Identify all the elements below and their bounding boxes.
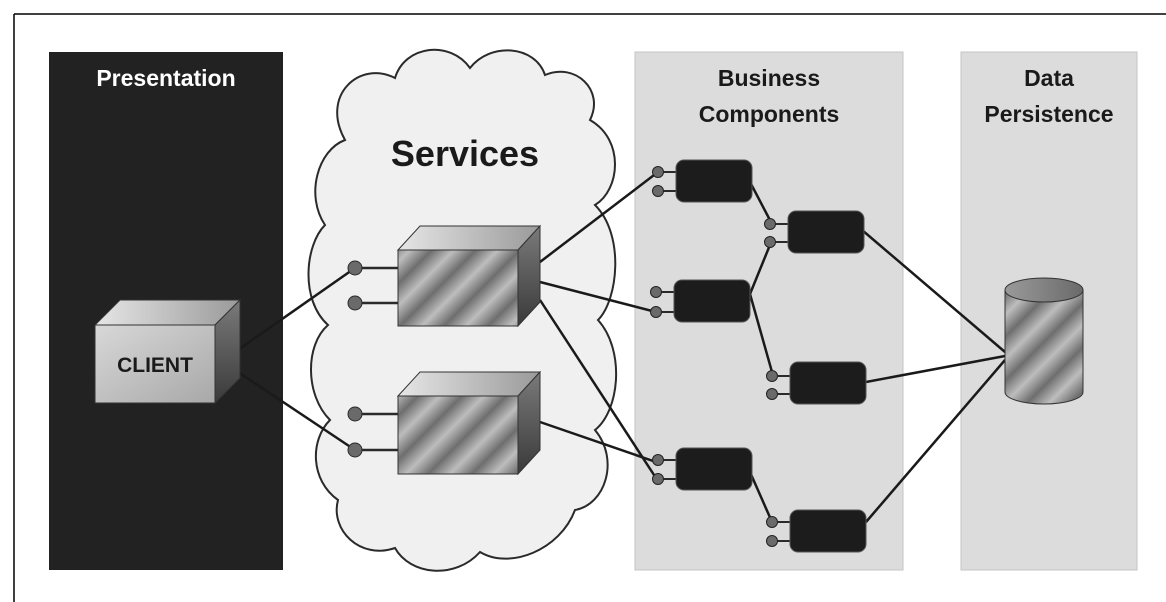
component-module	[766, 361, 867, 405]
services-label: Services	[391, 133, 539, 174]
connectors	[234, 171, 1006, 523]
service-box-bottom	[396, 370, 542, 476]
component-module	[650, 279, 751, 323]
component-module	[766, 509, 867, 553]
business-components	[650, 159, 867, 553]
service-ports	[347, 260, 398, 458]
component-module	[764, 210, 865, 254]
client-label: CLIENT	[117, 354, 193, 377]
business-label-line2: Components	[699, 101, 840, 127]
component-module	[652, 447, 753, 491]
business-label-line1: Business	[718, 65, 820, 91]
database-cylinder	[1004, 277, 1084, 405]
service-box-top	[396, 224, 542, 328]
client-box	[93, 298, 242, 405]
persistence-label-line1: Data	[1024, 65, 1074, 91]
component-module	[652, 159, 753, 203]
persistence-label-line2: Persistence	[984, 101, 1113, 127]
presentation-label: Presentation	[96, 65, 235, 91]
